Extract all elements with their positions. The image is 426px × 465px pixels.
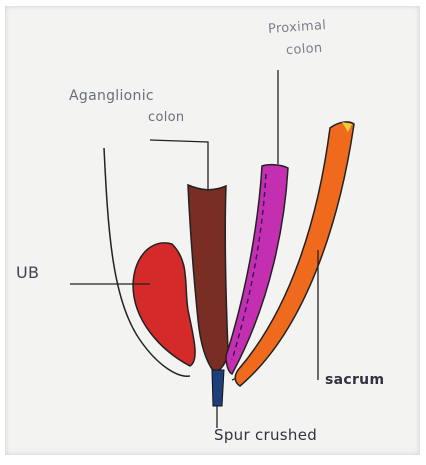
- label-aganglionic: Aganglionic: [69, 88, 154, 104]
- label-ub: UB: [16, 263, 39, 282]
- label-spur-crushed: Spur crushed: [214, 426, 317, 444]
- bladder-shape: [133, 243, 195, 366]
- label-proximal-colon: colon: [286, 41, 323, 59]
- spur-shape: [212, 370, 224, 406]
- label-sacrum: sacrum: [325, 372, 384, 388]
- leader-aganglionic: [150, 140, 208, 190]
- label-aganglionic-colon: colon: [148, 110, 184, 125]
